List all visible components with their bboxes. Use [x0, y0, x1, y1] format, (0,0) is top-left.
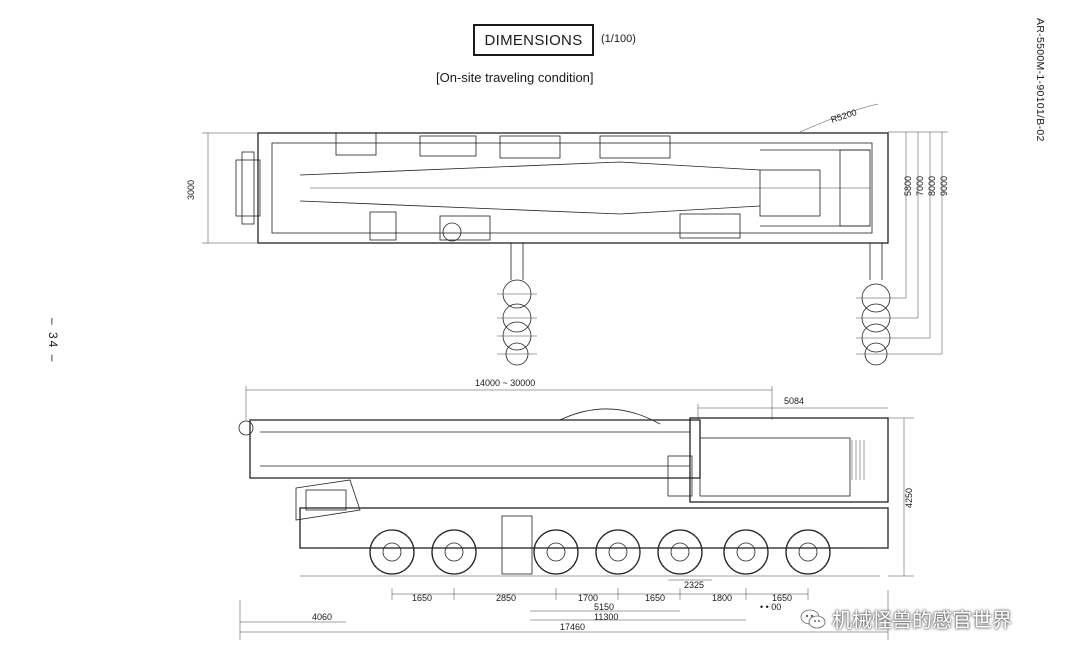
page-number: – 34 – [46, 318, 60, 364]
top-view-carrier [257, 132, 889, 244]
dim-radius: R5200 [830, 107, 858, 125]
wechat-icon [800, 609, 826, 628]
watermark: 机械怪兽的感官世界 [800, 604, 1012, 633]
dim-width: 3000 [186, 180, 196, 200]
wheels [369, 529, 831, 575]
dim-small: 2325 [684, 580, 704, 590]
dim-axle-3: 1700 [578, 593, 598, 603]
dim-axle-1: 1650 [412, 593, 432, 603]
dim-axle-6: 1650 [772, 593, 792, 603]
dim-outrigger-1: 5800 [903, 176, 913, 196]
dim-rear: 5084 [784, 396, 804, 406]
dim-height: 4250 [904, 488, 914, 508]
dim-axle-4: 1650 [645, 593, 665, 603]
diagram-scale: (1/100) [601, 33, 636, 45]
document-id: AR-5500M-1-90101/B-02 [1034, 18, 1046, 142]
diagram-subtitle: [On-site traveling condition] [436, 70, 594, 85]
dim-axle-2: 2850 [496, 593, 516, 603]
dim-outrigger-4: 9000 [939, 176, 949, 196]
dim-front-overhang: 4060 [312, 612, 332, 622]
dim-boom-length: 14000 ~ 30000 [475, 378, 535, 388]
dim-sub-2: 11300 [594, 612, 618, 622]
dim-outrigger-3: 8000 [927, 176, 937, 196]
diagram-title: DIMENSIONS [473, 24, 594, 56]
dim-outrigger-2: 7000 [915, 176, 925, 196]
dim-sub-1: 5150 [594, 602, 614, 612]
dim-upper-note: • • 00 [760, 602, 781, 612]
dim-overall-length: 17460 [560, 622, 585, 632]
side-view: 14000 ~ 30000 5084 4250 [238, 378, 914, 640]
dim-axle-5: 1800 [712, 593, 732, 603]
top-view: 3000 R5200 5800 7000 8000 9000 [186, 103, 949, 366]
side-view-boom [249, 419, 701, 479]
watermark-text: 机械怪兽的感官世界 [832, 608, 1012, 632]
